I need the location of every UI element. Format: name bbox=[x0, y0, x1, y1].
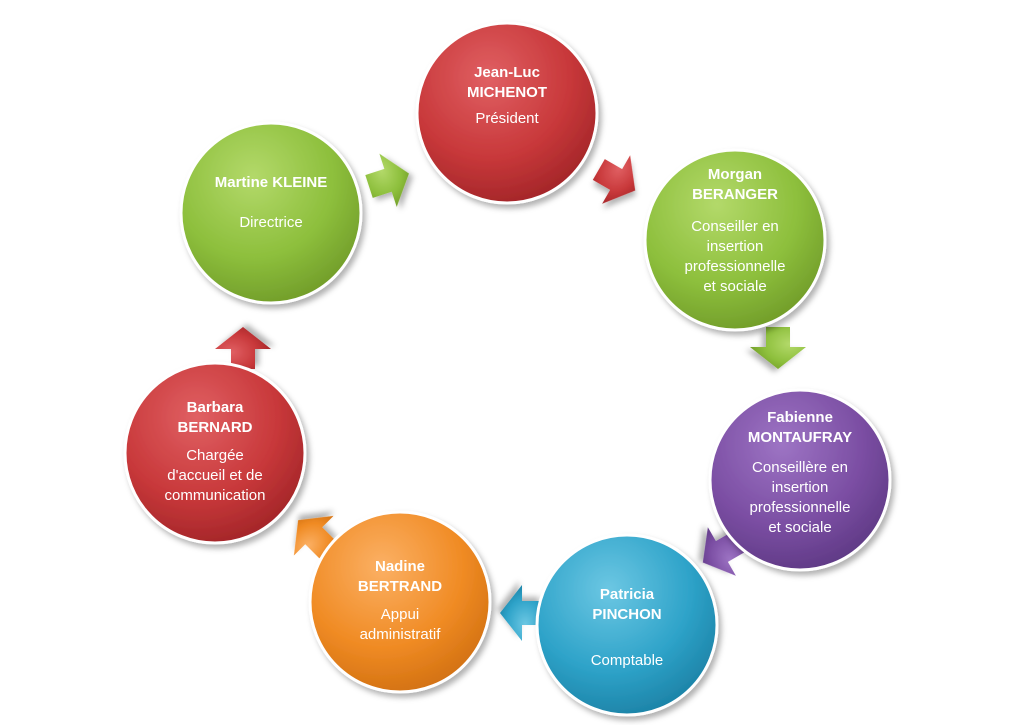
arrow-morgan-to-fabienne bbox=[750, 327, 806, 369]
node-circle-patricia-pinchon bbox=[535, 533, 719, 717]
node-circle-nadine-bertrand bbox=[308, 510, 492, 694]
node-circle-fabienne-montaufray bbox=[708, 388, 892, 572]
arrow-barbara-to-martine bbox=[215, 327, 271, 369]
node-circle-jean-luc-michenot bbox=[415, 21, 599, 205]
node-circle-barbara-bernard bbox=[123, 361, 307, 545]
arrow-patricia-to-nadine bbox=[500, 585, 542, 641]
arrow-nadine-to-barbara bbox=[293, 515, 337, 559]
arrow-jean-luc-to-morgan bbox=[592, 155, 636, 204]
node-circle-martine-kleine bbox=[179, 121, 363, 305]
node-circle-morgan-beranger bbox=[643, 148, 827, 332]
arrow-martine-to-jean-luc bbox=[365, 153, 409, 207]
